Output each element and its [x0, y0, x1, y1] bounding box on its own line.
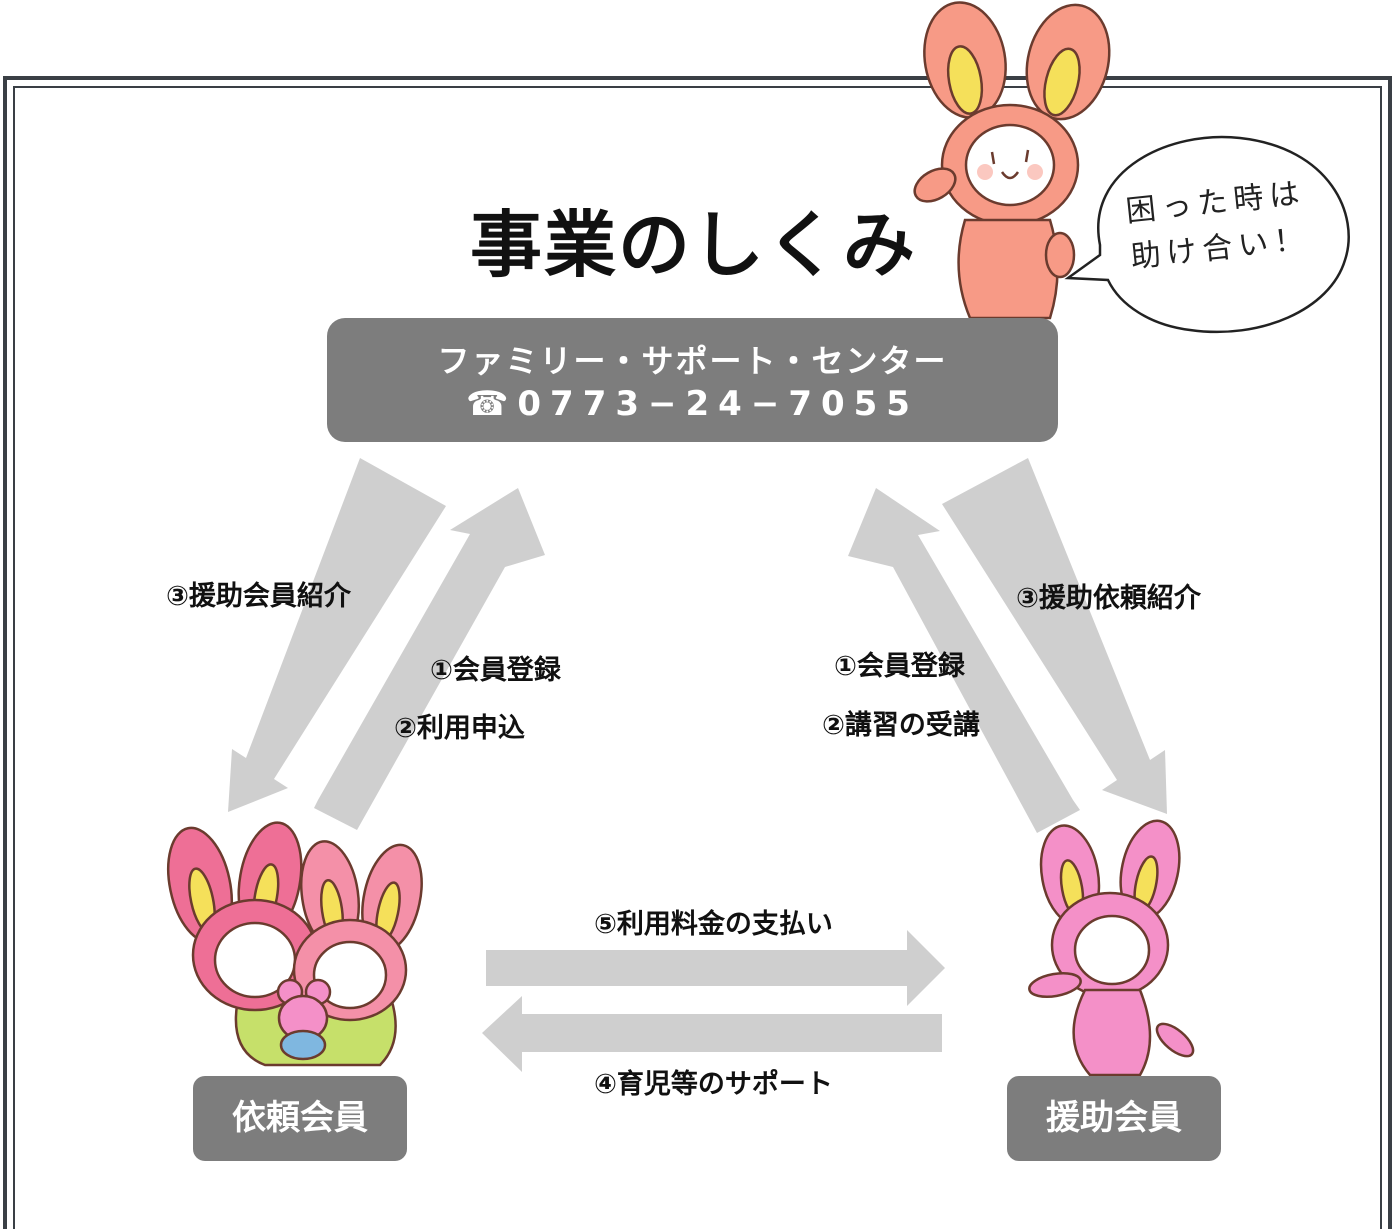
label-payment: ⑤利用料金の支払い: [594, 909, 833, 940]
label-right-course: ②講習の受講: [822, 710, 980, 741]
speech-bubble-icon: [1064, 135, 1350, 334]
rabbit-mascot-pointing-icon: [913, 1, 1111, 320]
inner-frame: [13, 86, 1382, 1229]
requester-member-box: 依頼会員: [193, 1076, 407, 1161]
outer-frame: [3, 76, 1392, 1229]
page-title: 事業のしくみ: [470, 203, 917, 287]
label-right-register: ①会員登録: [834, 651, 965, 682]
label-right-intro: ③援助依頼紹介: [1016, 583, 1201, 614]
label-left-register: ①会員登録: [430, 655, 561, 686]
arrow-center-to-helper: [942, 458, 1167, 814]
arrow-payment: [486, 930, 945, 1006]
rabbit-family-icon: [167, 821, 423, 1067]
rabbit-helper-icon: [1028, 819, 1195, 1077]
label-left-apply: ②利用申込: [394, 713, 525, 744]
arrow-center-to-requester: [228, 458, 446, 812]
label-support: ④育児等のサポート: [594, 1069, 833, 1100]
arrow-helper-to-center: [848, 488, 1080, 833]
center-phone: ☎0773−24−7055: [466, 384, 919, 424]
arrow-support: [482, 996, 942, 1072]
arrow-requester-to-center: [314, 488, 545, 830]
center-name: ファミリー・サポート・センター: [437, 342, 948, 380]
speech-bubble-text: 困った時は 助け合い！: [1124, 171, 1313, 281]
label-left-intro: ③援助会員紹介: [166, 581, 351, 612]
family-support-center-box: ファミリー・サポート・センター ☎0773−24−7055: [327, 318, 1058, 442]
helper-member-box: 援助会員: [1007, 1076, 1221, 1161]
